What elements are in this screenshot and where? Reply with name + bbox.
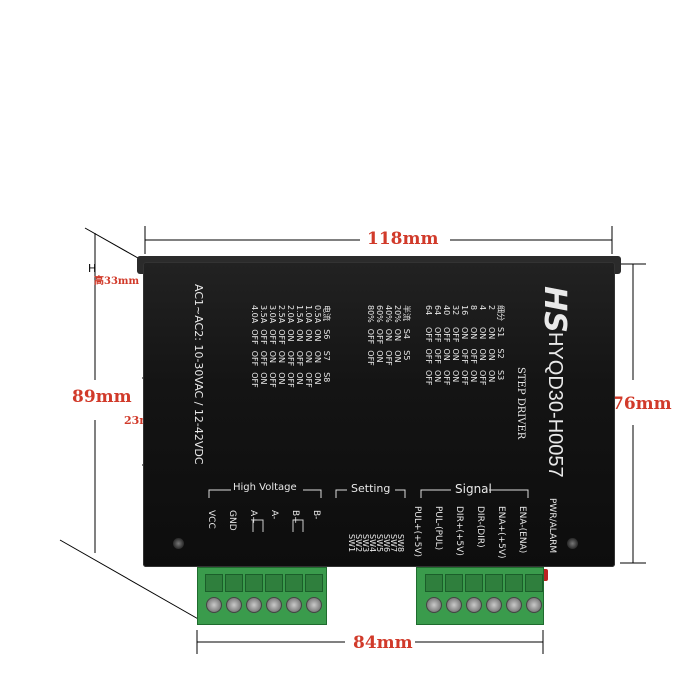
signal-pin-label: ENA-(ENA) [517, 506, 527, 554]
signal-pin-label: PUL+(+5V) [412, 506, 422, 558]
terminal-slot [425, 574, 443, 592]
terminal-slot [505, 574, 523, 592]
power-led [540, 569, 548, 581]
signal-label: Signal [455, 482, 492, 496]
terminal-screw-icon[interactable] [286, 597, 302, 613]
power-pin-label: GND [227, 510, 237, 531]
terminal-screw-icon[interactable] [246, 597, 262, 613]
signal-pin-label: PUL-(PUL) [433, 506, 443, 551]
signal-pin-label: ENA+(+5V) [496, 506, 506, 559]
terminal-screw-icon[interactable] [226, 597, 242, 613]
power-pin-label: VCC [206, 510, 216, 529]
power-pin-label: A+ [248, 510, 258, 524]
pwr-alarm-label: PWR/ALARM [547, 498, 557, 554]
terminal-screw-icon[interactable] [446, 597, 462, 613]
terminal-slot [305, 574, 323, 592]
section-brackets [208, 489, 529, 532]
terminal-slot [205, 574, 223, 592]
screw-icon [173, 538, 184, 549]
terminal-slot [485, 574, 503, 592]
terminal-screw-icon[interactable] [426, 597, 442, 613]
bottom-width-dimension-label: 84mm [353, 633, 413, 653]
terminal-screw-icon[interactable] [526, 597, 542, 613]
terminal-slot [445, 574, 463, 592]
terminal-screw-icon[interactable] [506, 597, 522, 613]
terminal-slot [245, 574, 263, 592]
high-voltage-label: High Voltage [233, 482, 297, 493]
stepper-driver-body: HS HYQD30-H0057 STEP DRIVER AC1~AC2: 10-… [143, 262, 615, 567]
right-height-dimension-label: 76mm [612, 394, 672, 414]
terminal-slot [525, 574, 543, 592]
power-pin-label: B+ [290, 510, 300, 524]
terminal-screw-icon[interactable] [306, 597, 322, 613]
power-pin-label: B- [311, 510, 321, 520]
terminal-slot [265, 574, 283, 592]
terminal-slot [225, 574, 243, 592]
screw-icon [567, 538, 578, 549]
signal-pin-label: DIR+(+5V) [454, 506, 464, 556]
setting-pin-label: SW1 [347, 534, 356, 553]
setting-label: Setting [351, 482, 391, 495]
terminal-screw-icon[interactable] [266, 597, 282, 613]
height-prefix-label: H [88, 262, 97, 275]
signal-pin-label: DIR-(DIR) [475, 506, 485, 548]
terminal-slot [285, 574, 303, 592]
power-pin-label: A- [269, 510, 279, 520]
terminal-screw-icon[interactable] [486, 597, 502, 613]
terminal-slot [465, 574, 483, 592]
height-tag-label: 高33mm [94, 276, 140, 287]
left-height-dimension-label: 89mm [72, 387, 132, 407]
width-dimension-label: 118mm [367, 229, 439, 249]
terminal-screw-icon[interactable] [206, 597, 222, 613]
terminal-screw-icon[interactable] [466, 597, 482, 613]
